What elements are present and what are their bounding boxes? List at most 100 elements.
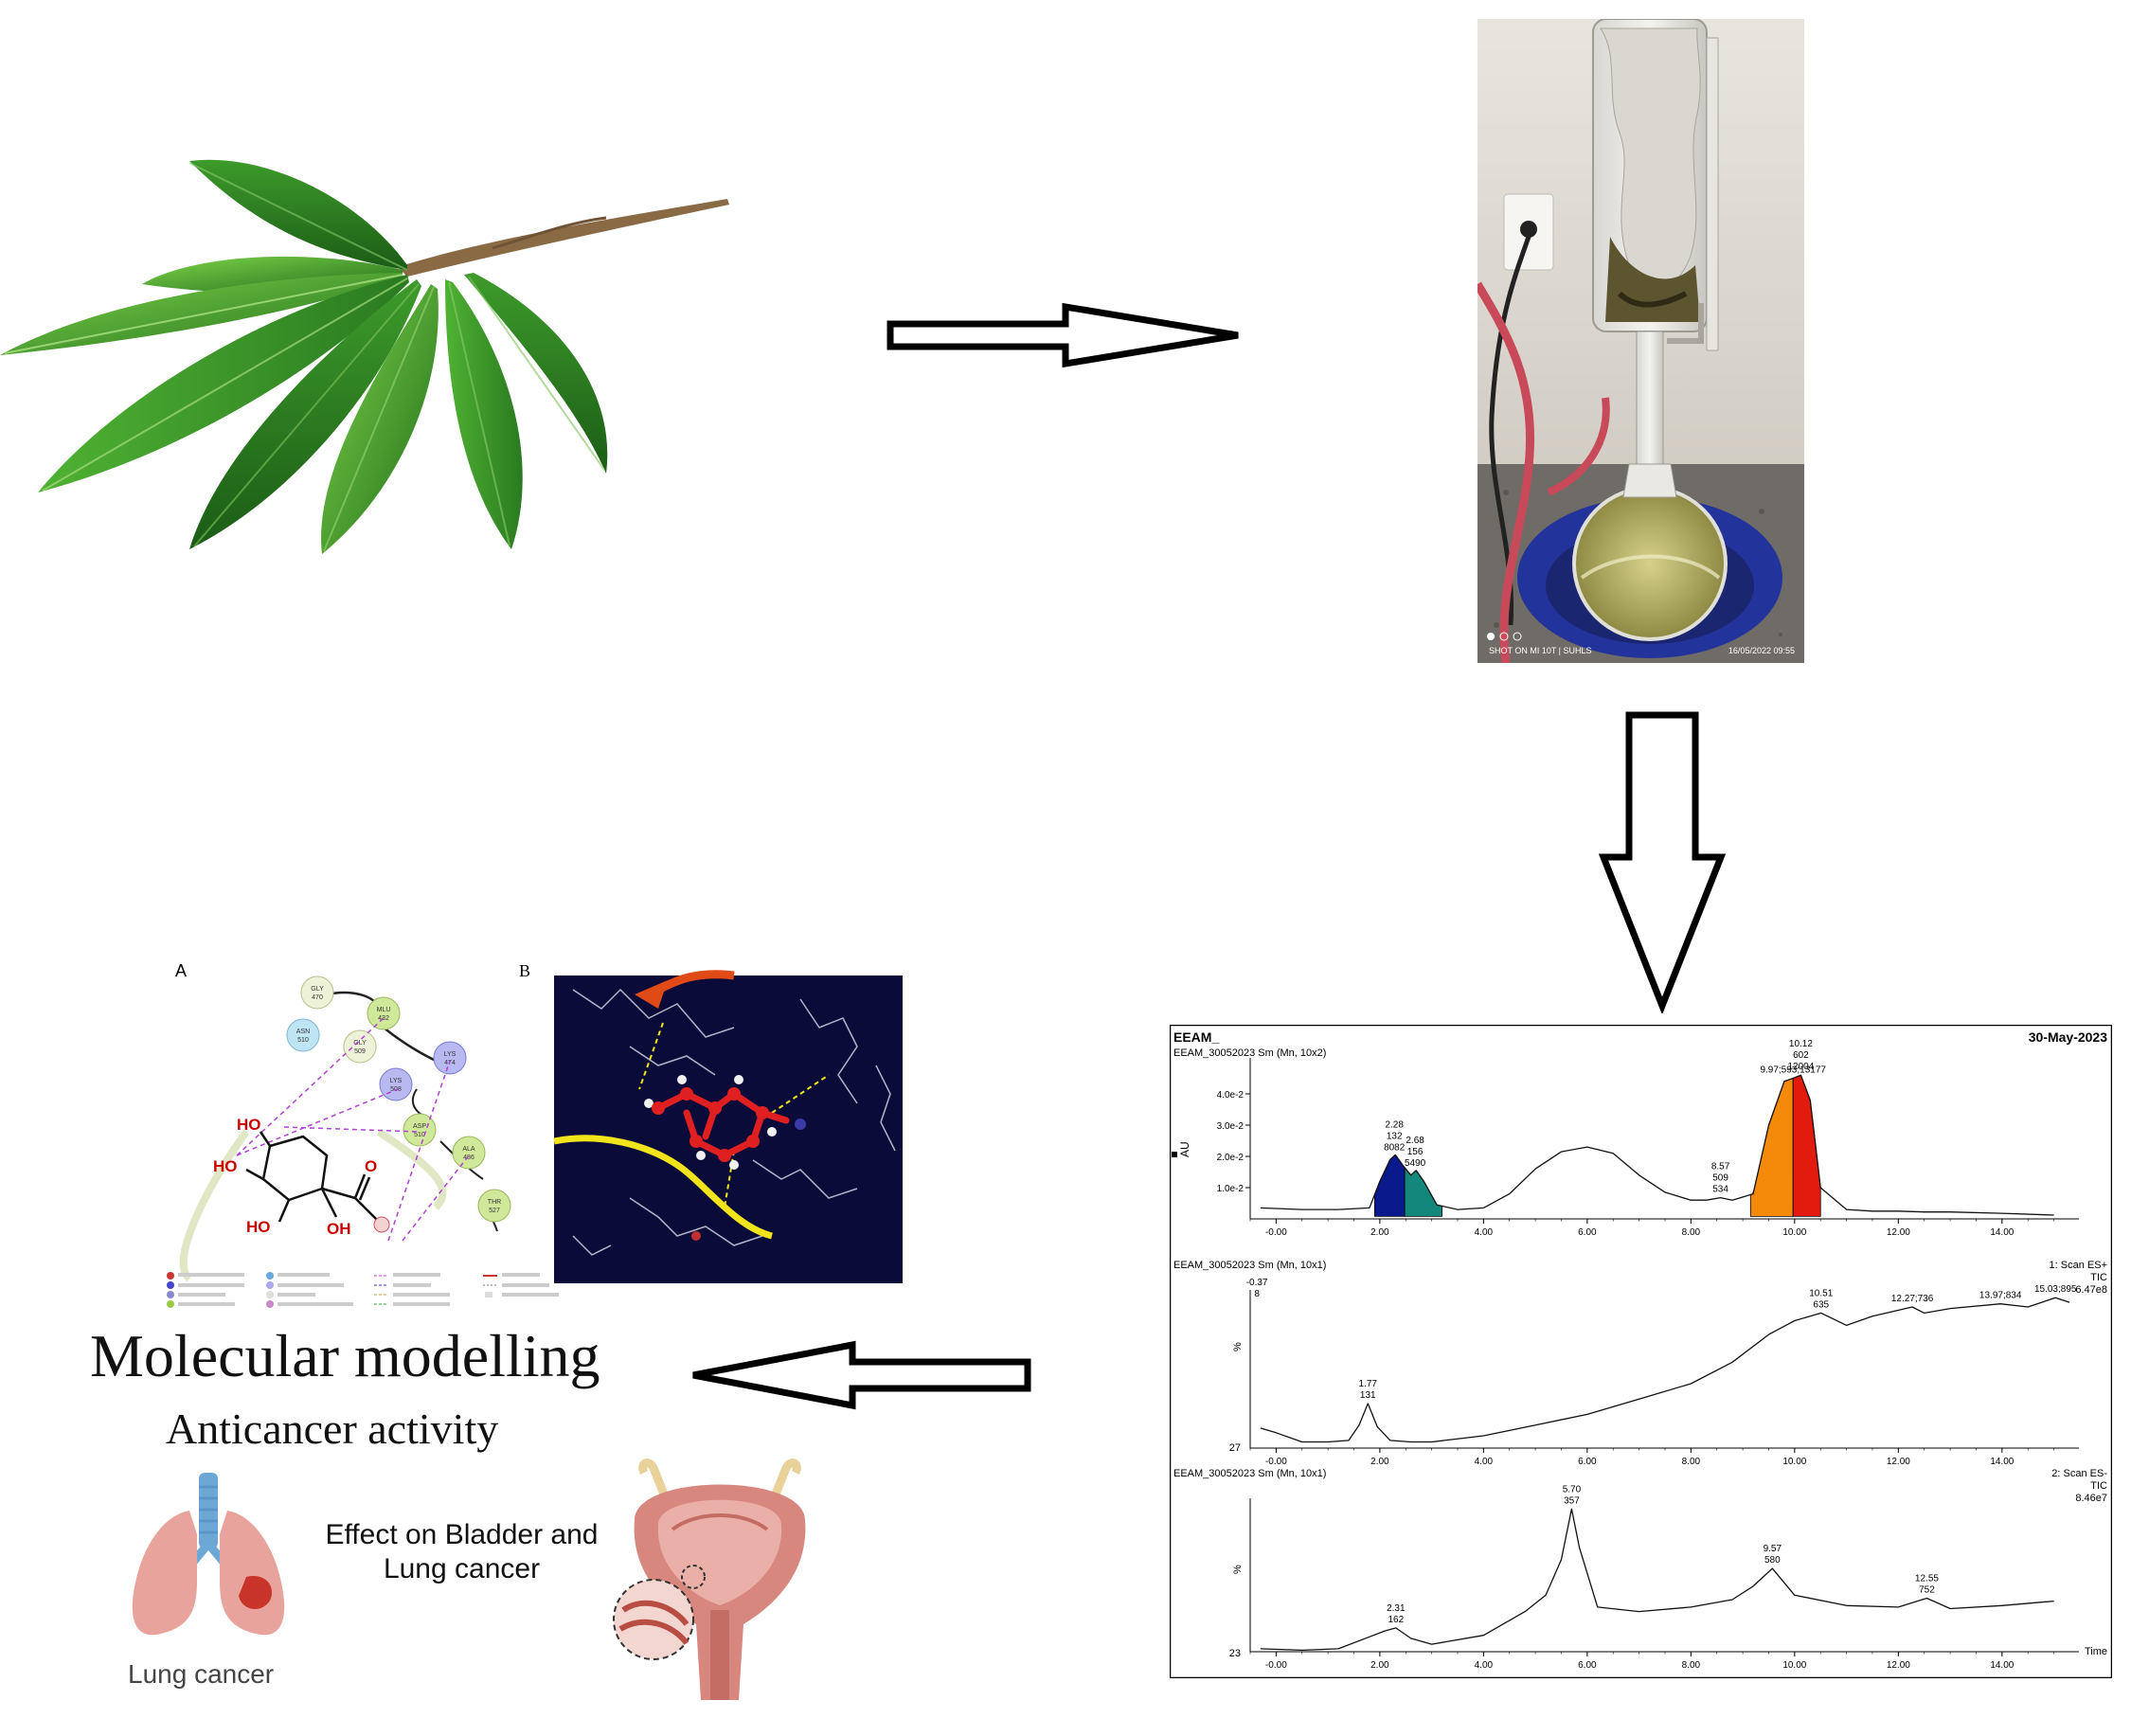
peak-label: 13.97;834 bbox=[1979, 1291, 2022, 1301]
x-tick-label: 8.00 bbox=[1682, 1660, 1701, 1671]
chrom-title: EEAM_ bbox=[1173, 1029, 1219, 1045]
x-tick-label: 14.00 bbox=[1990, 1227, 2014, 1238]
x-tick-label: 4.00 bbox=[1475, 1457, 1494, 1467]
p2-right-label-2: TIC bbox=[2090, 1272, 2107, 1283]
peak-label: 1.77 bbox=[1359, 1379, 1378, 1389]
x-tick-label: 8.00 bbox=[1682, 1227, 1701, 1238]
p2-right-label-3: 6.47e8 bbox=[2075, 1284, 2107, 1296]
peak-label: -0.37 bbox=[1246, 1278, 1268, 1288]
p1-ylabel: AU bbox=[1178, 1141, 1191, 1157]
x-tick-label: -0.00 bbox=[1265, 1660, 1287, 1671]
peak-label: 132 bbox=[1387, 1131, 1403, 1141]
soxhlet-apparatus-icon: SHOT ON MI 10T | SUHLS 16/05/2022 09:55 bbox=[1477, 19, 1804, 663]
photo-datetime: 16/05/2022 09:55 bbox=[1728, 646, 1795, 655]
svg-text:THR: THR bbox=[488, 1199, 501, 1206]
svg-text:LYS: LYS bbox=[390, 1078, 403, 1084]
x-tick-label: 2.00 bbox=[1370, 1660, 1389, 1671]
svg-text:GLY: GLY bbox=[353, 1040, 367, 1047]
chrom-panel-uv: EEAM_30052023 Sm (Mn, 10x2) AU 4.0e-23.0… bbox=[1172, 1039, 2079, 1238]
x-tick-label: 6.00 bbox=[1578, 1457, 1597, 1467]
p3-trace-label: EEAM_30052023 Sm (Mn, 10x1) bbox=[1173, 1468, 1326, 1479]
chrom-panel-es-minus: EEAM_30052023 Sm (Mn, 10x1) 2: Scan ES- … bbox=[1173, 1468, 2107, 1671]
peak-label: 8.57 bbox=[1711, 1162, 1730, 1172]
x-tick-label: -0.00 bbox=[1265, 1457, 1287, 1467]
x-tick-label: 12.00 bbox=[1887, 1660, 1910, 1671]
p3-right-label-3: 8.46e7 bbox=[2075, 1493, 2107, 1504]
molecular-modelling-label: Molecular modelling bbox=[90, 1322, 600, 1389]
arrow-down-icon bbox=[1598, 711, 1727, 1013]
chrom-date: 30-May-2023 bbox=[2029, 1029, 2107, 1045]
x-tick-label: 2.00 bbox=[1370, 1227, 1389, 1238]
svg-text:MLU: MLU bbox=[377, 1007, 391, 1013]
ring-label-ho-1: HO bbox=[237, 1116, 261, 1134]
trace-line-3 bbox=[1260, 1508, 2054, 1652]
p3-right-label-2: TIC bbox=[2090, 1480, 2107, 1492]
svg-text:LYS: LYS bbox=[444, 1051, 457, 1058]
effect-line-2: Lung cancer bbox=[383, 1553, 541, 1584]
arrow-right-icon bbox=[886, 302, 1239, 368]
svg-text:ALA: ALA bbox=[462, 1146, 475, 1153]
chrom-panel-es-plus: EEAM_30052023 Sm (Mn, 10x1) 1: Scan ES+ … bbox=[1173, 1260, 2107, 1467]
p2-right-label-1: 1: Scan ES+ bbox=[2050, 1260, 2107, 1271]
x-tick-label: 14.00 bbox=[1990, 1660, 2014, 1671]
anticancer-activity-label: Anticancer activity bbox=[166, 1405, 499, 1453]
panel-a-label: A bbox=[175, 961, 187, 980]
svg-text:ASP: ASP bbox=[413, 1123, 426, 1130]
peak-label: 5490 bbox=[1405, 1158, 1426, 1169]
svg-text:474: 474 bbox=[444, 1060, 456, 1066]
svg-text:ASN: ASN bbox=[296, 1029, 310, 1035]
p2-trace-label: EEAM_30052023 Sm (Mn, 10x1) bbox=[1173, 1260, 1326, 1271]
peak-label: 534 bbox=[1712, 1185, 1728, 1195]
ring-label-ho-3: HO bbox=[246, 1218, 271, 1236]
x-tick-label: 4.00 bbox=[1475, 1660, 1494, 1671]
p3-ymin-label: 23 bbox=[1229, 1648, 1241, 1659]
peak-label: 2.28 bbox=[1385, 1119, 1404, 1130]
trace-line-2 bbox=[1260, 1297, 2070, 1443]
peak-label: 8 bbox=[1254, 1289, 1260, 1299]
p2-ylabel: % bbox=[1232, 1342, 1244, 1351]
y-tick-label: 3.0e-2 bbox=[1217, 1121, 1245, 1132]
photo-caption: SHOT ON MI 10T | SUHLS bbox=[1489, 646, 1592, 655]
peak-label: 12.27;736 bbox=[1891, 1294, 1934, 1304]
peak-label: 12.55 bbox=[1915, 1574, 1939, 1584]
peak-label: 580 bbox=[1764, 1555, 1781, 1566]
peak-label: 12004 bbox=[1788, 1062, 1815, 1072]
peak-label: 162 bbox=[1388, 1615, 1404, 1625]
peak-label: 10.51 bbox=[1809, 1288, 1833, 1298]
x-tick-label: 12.00 bbox=[1887, 1457, 1910, 1467]
trace-line-1 bbox=[1260, 1074, 2054, 1216]
effect-line-1: Effect on Bladder and bbox=[325, 1519, 599, 1550]
panel-b-label: B bbox=[519, 961, 530, 980]
effect-on-bladder-lung-label: Effect on Bladder and Lung cancer bbox=[308, 1518, 616, 1586]
peak-label: 9.97;593;13177 bbox=[1760, 1065, 1826, 1076]
peak-label: 635 bbox=[1813, 1299, 1829, 1310]
x-tick-label: 4.00 bbox=[1475, 1227, 1494, 1238]
peak-label: 2.68 bbox=[1406, 1136, 1424, 1146]
x-tick-label: 10.00 bbox=[1782, 1660, 1806, 1671]
peak-label: 5.70 bbox=[1563, 1484, 1582, 1494]
svg-text:GLY: GLY bbox=[311, 986, 324, 993]
svg-text:510: 510 bbox=[414, 1132, 425, 1138]
x-tick-label: 12.00 bbox=[1887, 1227, 1910, 1238]
x-tick-label: 10.00 bbox=[1782, 1457, 1806, 1467]
peak-label: 2.31 bbox=[1387, 1603, 1406, 1614]
peak-label: 10.12 bbox=[1789, 1039, 1813, 1049]
svg-text:509: 509 bbox=[354, 1048, 366, 1055]
peak-label: 509 bbox=[1712, 1173, 1728, 1184]
svg-text:510: 510 bbox=[297, 1037, 309, 1044]
y-tick-label: 4.0e-2 bbox=[1217, 1090, 1245, 1101]
x-tick-label: -0.00 bbox=[1265, 1227, 1287, 1238]
svg-text:486: 486 bbox=[463, 1154, 475, 1161]
ring-label-ho-2: HO bbox=[213, 1157, 238, 1175]
peak-label: 15.03;895 bbox=[2034, 1284, 2077, 1295]
svg-text:470: 470 bbox=[312, 994, 323, 1001]
residue-nodes bbox=[286, 975, 511, 1223]
peak-label: 9.57 bbox=[1764, 1544, 1782, 1554]
x-tick-label: 6.00 bbox=[1578, 1660, 1597, 1671]
ring-label-o: O bbox=[365, 1157, 377, 1175]
x-tick-label: 14.00 bbox=[1990, 1457, 2014, 1467]
y-tick-label: 2.0e-2 bbox=[1217, 1153, 1245, 1163]
peak-label: 357 bbox=[1564, 1495, 1580, 1506]
